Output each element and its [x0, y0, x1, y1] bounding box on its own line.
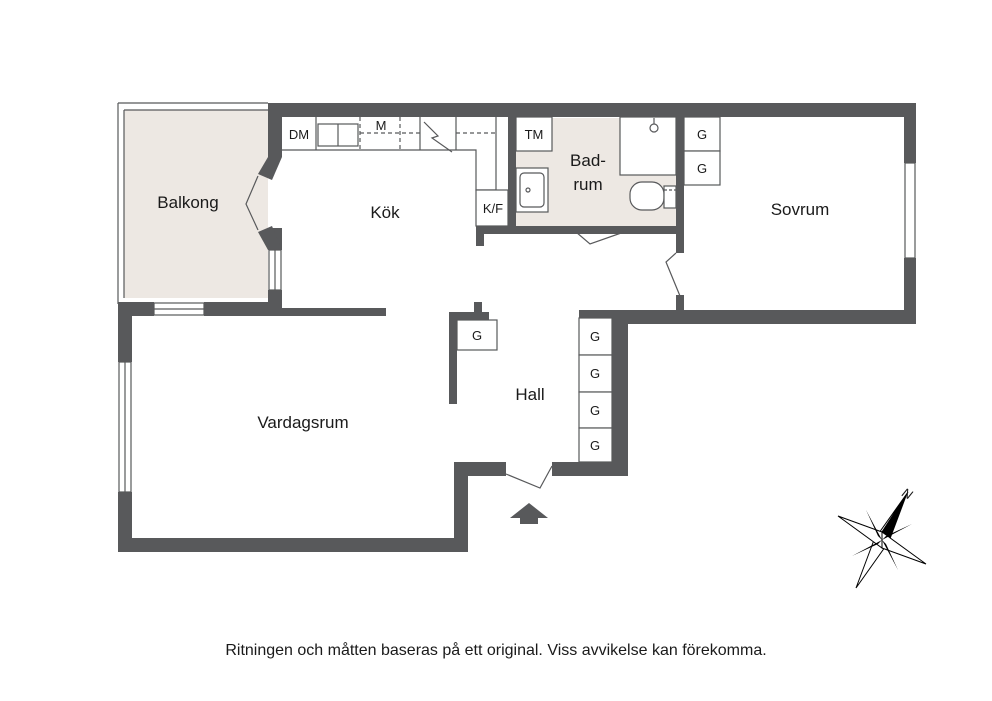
- label-microwave: M: [376, 118, 387, 133]
- kitchen-counter: [282, 117, 509, 227]
- label-fridge-freezer: K/F: [483, 201, 503, 216]
- room-label-badrum-1: Bad-: [570, 151, 606, 170]
- balcony-outline: [117, 102, 268, 304]
- label-wardrobe: G: [590, 329, 600, 344]
- entrance-arrow-icon: [510, 503, 548, 524]
- label-washer: TM: [525, 127, 544, 142]
- compass-icon: [837, 491, 927, 589]
- wardrobes: [456, 116, 721, 463]
- room-label-badrum-2: rum: [573, 175, 602, 194]
- label-wardrobe: G: [590, 366, 600, 381]
- label-wardrobe: G: [590, 403, 600, 418]
- bay-door: [245, 157, 282, 250]
- walls: [118, 103, 916, 552]
- room-label-sovrum: Sovrum: [771, 200, 830, 219]
- label-dishwasher: DM: [289, 127, 309, 142]
- entrance-door: [505, 465, 553, 489]
- room-label-vardagsrum: Vardagsrum: [257, 413, 348, 432]
- room-label-kok: Kök: [370, 203, 400, 222]
- label-wardrobe: G: [697, 161, 707, 176]
- bedroom-door: [665, 252, 681, 297]
- bathroom-fixtures: [515, 116, 677, 245]
- room-label-balkong: Balkong: [157, 193, 218, 212]
- label-wardrobe: G: [472, 328, 482, 343]
- label-wardrobe: G: [590, 438, 600, 453]
- room-label-hall: Hall: [515, 385, 544, 404]
- label-wardrobe: G: [697, 127, 707, 142]
- plan-disclaimer: Ritningen och måtten baseras på ett orig…: [225, 642, 767, 659]
- balcony-floor: [124, 110, 268, 298]
- windows: [118, 162, 916, 493]
